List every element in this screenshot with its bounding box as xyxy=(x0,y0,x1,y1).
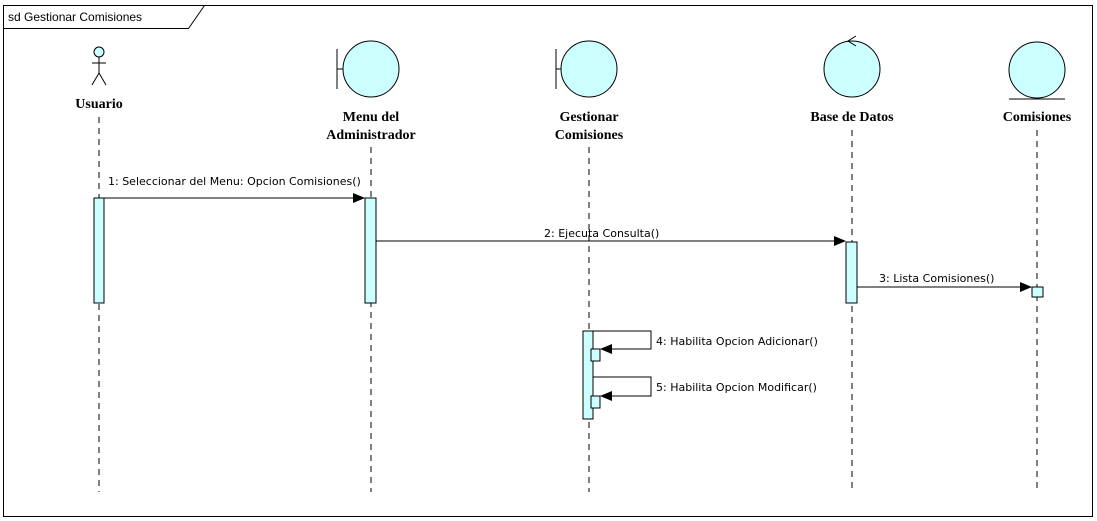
lifeline-name: Base de Datos xyxy=(810,110,894,125)
message-label: 4: Habilita Opcion Adicionar() xyxy=(656,335,818,348)
control-icon xyxy=(823,35,881,98)
lifeline-name-line1: Menu del xyxy=(343,110,400,125)
diagram-frame xyxy=(3,5,1093,517)
self-message-arrow xyxy=(593,330,652,354)
message-1[interactable]: 1: Seleccionar del Menu: Opcion Comision… xyxy=(104,175,365,203)
message-label: 5: Habilita Opcion Modificar() xyxy=(656,381,817,394)
boundary-icon xyxy=(336,40,400,98)
activation-bar xyxy=(364,197,377,304)
frame-label-tab xyxy=(3,5,205,29)
activation-bar xyxy=(93,197,105,304)
lifeline-name: Usuario xyxy=(75,97,122,112)
activation-bar-nested xyxy=(590,395,601,409)
activation-bar xyxy=(1031,286,1044,298)
self-message-arrow xyxy=(593,376,652,401)
message-label: 1: Seleccionar del Menu: Opcion Comision… xyxy=(108,175,361,188)
activation-bar xyxy=(582,330,594,420)
lifeline-usuario[interactable]: Usuario xyxy=(75,46,123,492)
message-5[interactable]: 5: Habilita Opcion Modificar() xyxy=(593,376,817,401)
activation-bar-nested xyxy=(590,348,601,362)
message-3[interactable]: 3: Lista Comisiones() xyxy=(857,272,1032,292)
lifeline-name-line2: Administrador xyxy=(326,128,415,143)
actor-icon xyxy=(91,46,107,86)
lifeline-comisiones[interactable]: Comisiones xyxy=(1003,41,1072,492)
activation-bar xyxy=(845,241,858,304)
entity-icon xyxy=(1008,41,1066,100)
lifeline-name-line1: Gestionar xyxy=(559,110,618,125)
frame-label: sd Gestionar Comisiones xyxy=(8,10,142,24)
message-label: 3: Lista Comisiones() xyxy=(879,272,994,285)
message-4[interactable]: 4: Habilita Opcion Adicionar() xyxy=(593,330,818,354)
message-2[interactable]: 2: Ejecuta Consulta() xyxy=(376,227,846,246)
boundary-icon xyxy=(555,40,618,98)
lifeline-base-de-datos[interactable]: Base de Datos xyxy=(810,35,894,492)
lifeline-name: Comisiones xyxy=(1003,110,1072,125)
lifeline-name-line2: Comisiones xyxy=(555,128,624,143)
lifeline-gestionar[interactable]: Gestionar Comisiones xyxy=(555,40,624,492)
message-label: 2: Ejecuta Consulta() xyxy=(544,227,659,240)
lifeline-menu[interactable]: Menu del Administrador xyxy=(326,40,416,492)
